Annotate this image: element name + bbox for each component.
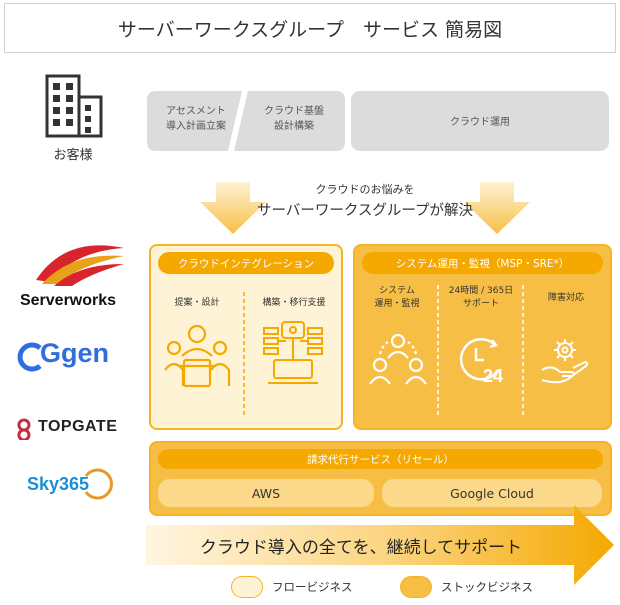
operation-divider-2 [522, 285, 524, 415]
people-meeting-icon [164, 324, 231, 388]
network-computer-icon [263, 321, 323, 384]
resell-aws: AWS [158, 479, 374, 507]
ggen-logo-icon [17, 342, 42, 372]
svg-text:24: 24 [483, 366, 503, 386]
legend-stock-label: ストックビジネス [441, 580, 533, 594]
phase-infra: クラウド基盤 設計構築 [246, 104, 342, 134]
serverworks-logo-icon [36, 245, 124, 286]
integration-header: クラウドインテグレーション [158, 252, 334, 274]
gear-hand-icon [541, 339, 589, 384]
operation-header: システム運用・監視（MSP・SRE*） [362, 252, 603, 274]
integration-col-build: 構築・移行支援 [262, 298, 326, 308]
resell-google-cloud: Google Cloud [382, 479, 602, 507]
customer-label: お客様 [53, 148, 93, 163]
operation-divider-1 [437, 285, 439, 415]
clock-24-icon: 24 [459, 338, 503, 386]
phase-assessment-line2: 導入計画立案 [166, 121, 226, 132]
phase-band [147, 91, 609, 151]
diagram-title: サーバーワークスグループ サービス 簡易図 [4, 3, 616, 53]
operation-col-support-line2: サポート [462, 299, 499, 309]
team-icon [369, 333, 427, 385]
company-ggen: Ggen [40, 338, 110, 368]
integration-divider [243, 292, 245, 418]
legend-stock-swatch [400, 576, 432, 598]
legend-flow-label: フロービジネス [272, 580, 353, 594]
operation-col-support-line1: 24時間 / 365日 [448, 286, 514, 296]
solve-text-line1: クラウドのお悩みを [315, 183, 415, 196]
operation-col-monitor-line2: 運用・監視 [374, 299, 420, 309]
down-arrows [200, 182, 530, 234]
building-icon [45, 74, 103, 138]
company-serverworks: Serverworks [19, 292, 117, 309]
support-arrow [146, 505, 614, 585]
operation-col-monitor-line1: システム [379, 286, 415, 296]
operation-col-support: 24時間 / 365日 サポート [440, 285, 522, 311]
phase-infra-line2: 設計構築 [274, 121, 314, 132]
sky365-ring-icon [84, 468, 113, 500]
company-topgate: TOPGATE [38, 418, 118, 435]
topgate-logo-icon [17, 418, 31, 440]
phase-operation: クラウド運用 [450, 117, 510, 128]
phase-infra-line1: クラウド基盤 [264, 106, 324, 117]
company-sky365: Sky365 [27, 474, 90, 494]
operation-col-incident: 障害対応 [547, 293, 584, 303]
phase-assessment: アセスメント 導入計画立案 [152, 104, 240, 134]
reselling-header: 請求代行サービス（リセール） [158, 449, 603, 469]
support-arrow-text: クラウド導入の全てを、継続してサポート [199, 538, 523, 558]
solve-text-line2: サーバーワークスグループが解決 [256, 203, 474, 219]
operation-col-monitor: システム 運用・監視 [356, 285, 438, 311]
operation-box [353, 244, 612, 430]
phase-assessment-line1: アセスメント [166, 106, 226, 117]
legend-flow-swatch [231, 576, 263, 598]
integration-col-design: 提案・設計 [174, 298, 220, 308]
